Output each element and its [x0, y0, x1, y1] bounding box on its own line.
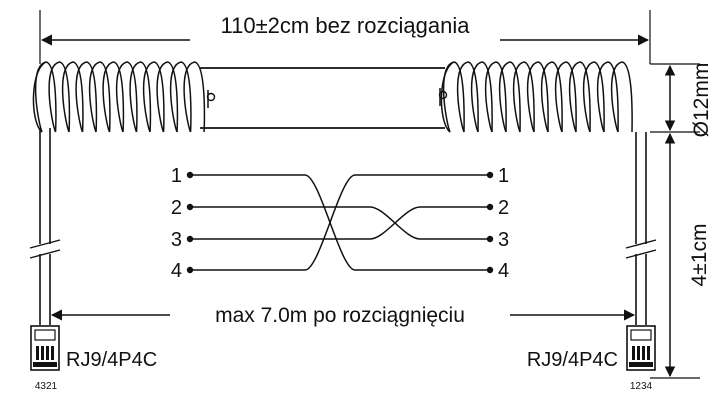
- coil-loop: [610, 61, 633, 133]
- left-pin-label: 1: [171, 165, 182, 187]
- stretch-label: max 7.0m po rozciągnięciu: [215, 304, 465, 327]
- top-dimension-label: 110±2cm bez rozciągania: [221, 13, 471, 38]
- coil-loop: [48, 61, 71, 133]
- left-connector-icon: [30, 325, 60, 371]
- top-dimension: 110±2cm bez rozciągania: [39, 10, 651, 64]
- right-drop-cable: [625, 132, 657, 325]
- diameter-label: Ø12mm: [690, 63, 713, 138]
- coil-loop: [102, 61, 125, 133]
- diameter-dimension: Ø12mm: [650, 63, 713, 138]
- left-pin-label: 4: [171, 260, 182, 282]
- coil-loop: [484, 61, 507, 133]
- coil-loop: [526, 61, 549, 133]
- left-coil: [32, 61, 206, 133]
- right-coil: [440, 61, 633, 133]
- left-pin-label: 3: [171, 229, 182, 251]
- stretch-dimension: max 7.0m po rozciągnięciu: [50, 304, 636, 327]
- right-connector-label: RJ9/4P4C: [527, 349, 618, 371]
- side-dimension-label: 4±1cm: [688, 224, 711, 287]
- wiring-diagram: 1 2 3 4 1 2 3 4: [171, 165, 509, 282]
- left-connector-label: RJ9/4P4C: [66, 349, 157, 371]
- coil-loop: [75, 61, 98, 133]
- coil-loop: [183, 61, 206, 133]
- side-dimension: 4±1cm: [650, 132, 711, 379]
- coil-loop: [156, 61, 179, 133]
- coil-loop: [568, 61, 591, 133]
- coil-edge: [440, 61, 455, 133]
- wire: [190, 174, 490, 271]
- coil-loop: [498, 61, 521, 133]
- coil-loop: [115, 61, 138, 133]
- coil-loop: [596, 61, 619, 133]
- coil-loop: [512, 61, 535, 133]
- coil-loop: [129, 61, 152, 133]
- right-pin-label: 1: [498, 165, 509, 187]
- right-pin-label: 3: [498, 229, 509, 251]
- coil-edge: [32, 61, 47, 133]
- coil-loop: [582, 61, 605, 133]
- coil-loop: [540, 61, 563, 133]
- right-pin-label: 2: [498, 197, 509, 219]
- coil-loop: [88, 61, 111, 133]
- wire: [190, 206, 490, 240]
- coil-loop: [470, 61, 493, 133]
- left-pin-order: 4321: [35, 381, 58, 392]
- straight-cable: [200, 67, 448, 129]
- right-pin-order: 1234: [630, 381, 653, 392]
- coil-loop: [142, 61, 165, 133]
- right-connector-icon: [626, 325, 656, 371]
- coil-loop: [554, 61, 577, 133]
- wire: [190, 174, 490, 271]
- right-pin-label: 4: [498, 260, 509, 282]
- wire: [190, 206, 490, 240]
- left-pin-label: 2: [171, 197, 182, 219]
- coil-loop: [456, 61, 479, 133]
- coil-loop: [169, 61, 192, 133]
- coil-loop: [61, 61, 84, 133]
- left-drop-cable: [29, 128, 61, 325]
